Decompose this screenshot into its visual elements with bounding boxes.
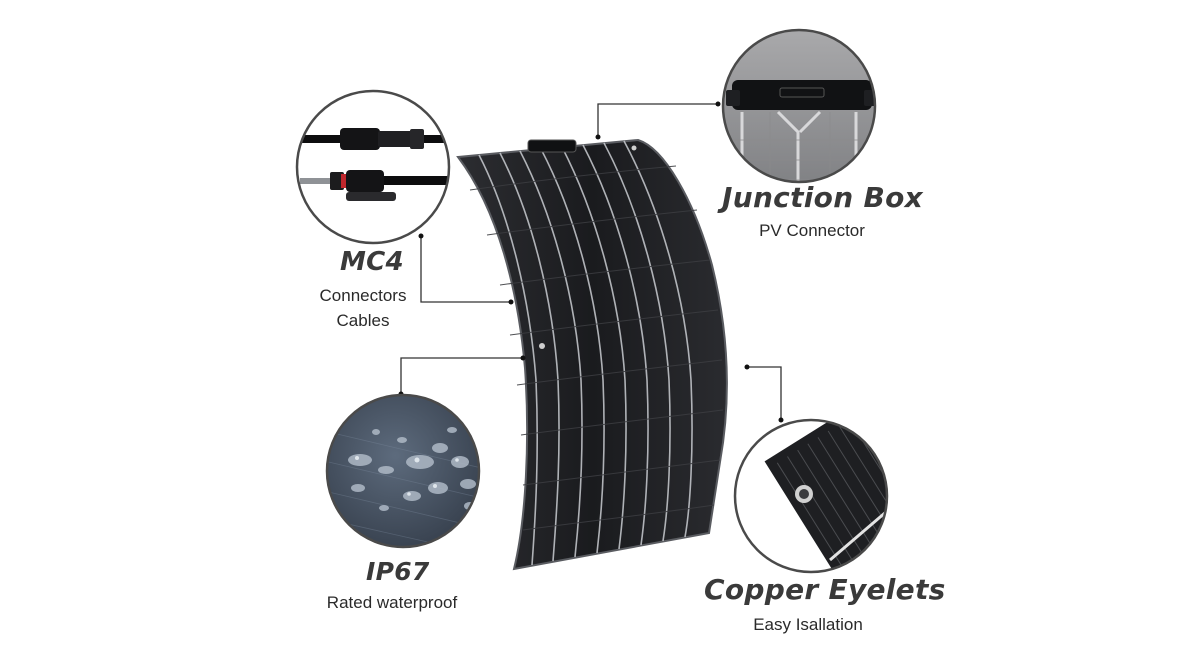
water-droplets-photo [325,393,481,549]
copper-eyelets-title: Copper Eyelets [704,573,946,606]
mc4-line-connectors: Connectors [319,286,407,305]
eyelet-corner-photo [733,418,889,574]
mc4-title: MC4 [340,247,404,277]
junction-box-subtitle: PV Connector [759,221,865,240]
solar-panel [456,138,728,571]
mc4-connector-photo [295,89,451,245]
copper-eyelets-subtitle: Easy Isallation [753,615,863,634]
mc4-line-cables: Cables [336,311,390,330]
leader-lines [400,103,782,420]
junction-box-photo [721,28,877,184]
eyelet-top-right [631,145,637,151]
eyelet-left [539,343,545,349]
junction-box-title: Junction Box [722,181,924,214]
solar-panel-body [456,138,728,571]
mc4-description: Connectors Cables [300,283,426,333]
junction-box [527,139,577,153]
ip67-title: IP67 [366,557,430,586]
cell-grid-lines [478,140,693,566]
ip67-subtitle: Rated waterproof [326,593,458,612]
